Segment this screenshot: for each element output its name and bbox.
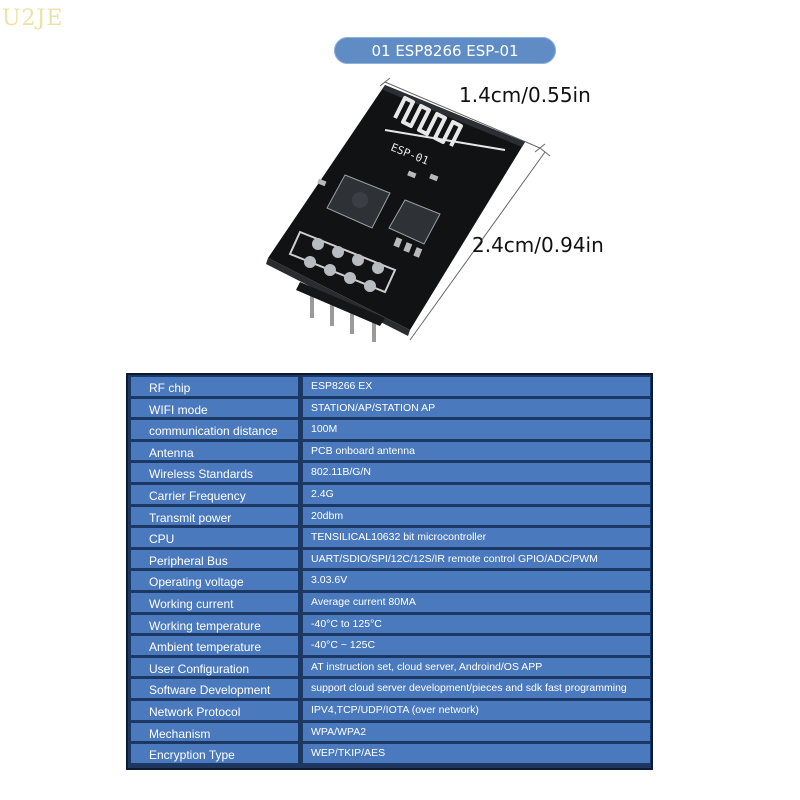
spec-value: AT instruction set, cloud server, Androi… — [302, 656, 651, 678]
spec-value: ESP8266 EX — [302, 376, 651, 397]
spec-value: 3.03.6V — [302, 570, 651, 591]
spec-label: Software Development — [130, 678, 299, 699]
spec-label: RF chip — [130, 376, 299, 397]
spec-value: Average current 80MA — [302, 592, 651, 613]
spec-value: WEP/TKIP/AES — [302, 743, 651, 764]
spec-label: Mechanism — [130, 721, 299, 743]
spec-value: IPV4,TCP/UDP/IOTA (over network) — [302, 700, 651, 721]
spec-row: Ambient temperature-40°C ~ 125C — [128, 635, 651, 656]
spec-label: CPU — [130, 527, 299, 548]
spec-label: User Configuration — [130, 656, 299, 678]
spec-label: Working temperature — [130, 613, 299, 635]
spec-value: 100M — [302, 419, 651, 440]
spec-label: Operating voltage — [130, 570, 299, 591]
spec-value: support cloud server development/pieces … — [302, 678, 651, 699]
spec-label: Peripheral Bus — [130, 548, 299, 570]
spec-label: Antenna — [130, 440, 299, 462]
spec-value: -40°C to 125°C — [302, 613, 651, 635]
height-dimension-label: 2.4cm/0.94in — [472, 233, 604, 257]
spec-value: 802.11B/G/N — [302, 462, 651, 483]
spec-label: WIFI mode — [130, 397, 299, 419]
spec-label: Encryption Type — [130, 743, 299, 764]
spec-value: TENSILICAL10632 bit microcontroller — [302, 527, 651, 548]
spec-value: PCB onboard antenna — [302, 440, 651, 462]
spec-label: Ambient temperature — [130, 635, 299, 656]
spec-value: 2.4G — [302, 484, 651, 505]
watermark: U2JE — [2, 6, 64, 31]
spec-label: Working current — [130, 592, 299, 613]
spec-label: Network Protocol — [130, 700, 299, 721]
spec-value: UART/SDIO/SPI/12C/12S/IR remote control … — [302, 548, 651, 570]
spec-row: Working temperature-40°C to 125°C — [128, 613, 651, 635]
width-dimension-label: 1.4cm/0.55in — [459, 83, 591, 107]
spec-value: 20dbm — [302, 505, 651, 527]
spec-label: Wireless Standards — [130, 462, 299, 483]
product-title-badge: 01 ESP8266 ESP-01 — [334, 37, 556, 64]
spec-value: -40°C ~ 125C — [302, 635, 651, 656]
spec-label: Carrier Frequency — [130, 484, 299, 505]
esp01-board-image: ESP-01 — [266, 77, 551, 342]
spec-value: STATION/AP/STATION AP — [302, 397, 651, 419]
spec-value: WPA/WPA2 — [302, 721, 651, 743]
spec-label: communication distance — [130, 419, 299, 440]
spec-label: Transmit power — [130, 505, 299, 527]
product-title: 01 ESP8266 ESP-01 — [371, 41, 519, 60]
